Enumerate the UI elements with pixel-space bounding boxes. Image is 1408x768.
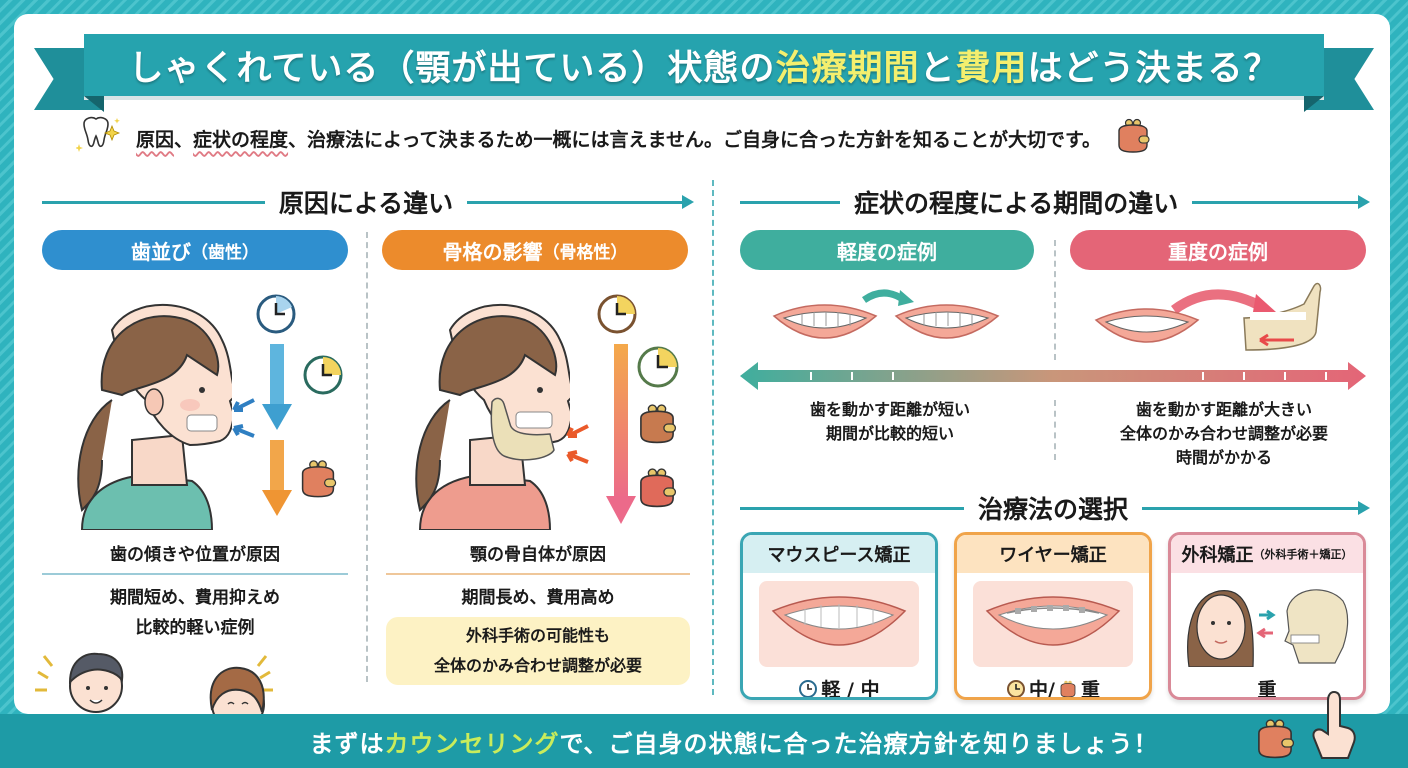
purse-icon [634,466,680,514]
level-text: 重 [1080,679,1100,700]
arrow-right-icon [1142,500,1371,515]
pill-severe: 重度の症例 [1070,230,1366,270]
cause-label: 顎の骨自体が原因 [470,545,606,565]
level-text: 軽 / 中 [821,679,880,700]
note-box: 外科手術の可能性も 全体のかみ合わせ調整が必要 [386,617,690,685]
divider [42,573,348,575]
column-divider [1054,400,1056,460]
card-title-main: 外科矯正 [1181,545,1254,566]
description-line: 時間がかかる [1175,448,1272,467]
woman-profile-illustration [62,290,238,531]
description-line: 期間が比較的短い [825,424,954,443]
purse-icon [634,402,680,450]
title-ribbon: しゃくれている（顎が出ている）状態の治療期間と費用はどう決まる？ [84,34,1324,96]
clock-icon [636,345,680,393]
gradient-arrow-down-icon [606,344,636,528]
section-rule [42,200,265,204]
pointing-hand-icon [1310,690,1360,766]
pill-label: 骨格の影響 [442,239,543,264]
purse-icon [1252,716,1298,766]
treatment-card-aligner: マウスピース矯正 軽 / 中 [740,532,938,700]
section-header-treatments: 治療法の選択 [740,490,1371,526]
clock-icon [596,293,638,339]
column-divider [366,232,368,682]
card-title: マウスピース矯正 [743,535,935,573]
column-divider [1054,240,1056,360]
arrow-right-icon [1192,194,1370,209]
arrow-pointing-icon [228,396,256,448]
pill-label: 重度の症例 [1168,239,1268,264]
pill-sub: （骨格性） [542,242,628,263]
arrow-pointing-icon [562,422,590,474]
surgery-face-skull-illustration [1177,581,1357,667]
section-divider [712,180,714,695]
description-line: 歯を動かす距離が大きい [1135,400,1312,419]
pill-skeletal: 骨格の影響（骨格性） [382,230,688,270]
arrow-right-icon [467,194,694,209]
treatment-card-wire: ワイヤー矯正 中/ 重 [954,532,1152,700]
pill-sub: （歯性） [191,242,259,263]
severe-jaw-illustration [1094,280,1354,364]
severity-scale-bar [740,362,1366,390]
clock-icon [799,679,818,697]
dental-cause-text: 歯の傾きや位置が原因 期間短め、費用抑えめ 比較的軽い症例 [42,540,348,643]
infographic-card [14,14,1390,714]
divider [386,573,690,575]
mild-teeth-illustration [772,282,1012,358]
pill-mild: 軽度の症例 [740,230,1034,270]
aligner-smile-illustration [759,581,919,667]
section-header-severity: 症状の程度による期間の違い [740,184,1370,220]
level-text: 中/ [1029,679,1055,700]
level-label: 軽 / 中 [743,675,935,700]
detail-line: 比較的軽い症例 [135,618,255,638]
severe-description: 歯を動かす距離が大きい 全体のかみ合わせ調整が必要 時間がかかる [1064,398,1384,470]
detail-line: 期間長め、費用高め [461,588,615,608]
card-title: 外科矯正（外科手術＋矯正） [1171,535,1363,573]
level-text: 重 [1257,679,1277,700]
braces-smile-illustration [973,581,1133,667]
section-rule [740,506,964,510]
description-line: 全体のかみ合わせ調整が必要 [1119,424,1328,443]
skeletal-cause-text: 顎の骨自体が原因 期間長め、費用高め 外科手術の可能性も 全体のかみ合わせ調整が… [386,540,690,685]
card-title: ワイヤー矯正 [957,535,1149,573]
clock-icon [302,354,344,400]
footer-cta: まずはカウンセリングで、ご自身の状態に合った治療方針を知りましょう！ [309,729,1159,758]
section-title-severity: 症状の程度による期間の違い [854,189,1179,218]
cause-label: 歯の傾きや位置が原因 [110,545,280,565]
note-line: 全体のかみ合わせ調整が必要 [433,656,642,675]
section-rule [740,200,840,204]
woman-jaw-illustration [400,290,576,531]
level-label: 重 [1171,675,1363,700]
level-label: 中/ 重 [957,675,1149,700]
sparkle-tooth-icon [75,114,124,162]
section-header-causes: 原因による違い [42,184,694,220]
mild-description: 歯を動かす距離が短い 期間が比較的短い [740,398,1040,446]
section-title-treatments: 治療法の選択 [978,495,1129,524]
arrow-down-icon [262,344,292,520]
page-title: しゃくれている（顎が出ている）状態の治療期間と費用はどう決まる？ [128,48,1280,89]
pill-label: 軽度の症例 [837,239,937,264]
note-line: 外科手術の可能性も [465,626,610,645]
detail-line: 期間短め、費用抑えめ [110,588,280,608]
footer-banner: まずはカウンセリングで、ご自身の状態に合った治療方針を知りましょう！ [0,714,1408,768]
description-line: 歯を動かす距離が短い [809,400,970,419]
pill-dental: 歯並び（歯性） [42,230,348,270]
subtitle-text: 原因、症状の程度、治療法によって決まるため一概には言えません。ご自身に合った方針… [136,128,1102,151]
section-title-causes: 原因による違い [278,189,454,218]
purse-icon [1060,680,1076,697]
subtitle-row: 原因、症状の程度、治療法によって決まるため一概には言えません。ご自身に合った方針… [75,116,1336,159]
purse-icon [296,458,340,504]
clock-icon [1007,679,1026,697]
card-title-sub: （外科手術＋矯正） [1253,548,1353,561]
treatment-card-surgical: 外科矯正（外科手術＋矯正） 重 [1168,532,1366,700]
purse-icon [1113,117,1153,159]
clock-icon [255,293,297,339]
pill-label: 歯並び [131,239,191,264]
